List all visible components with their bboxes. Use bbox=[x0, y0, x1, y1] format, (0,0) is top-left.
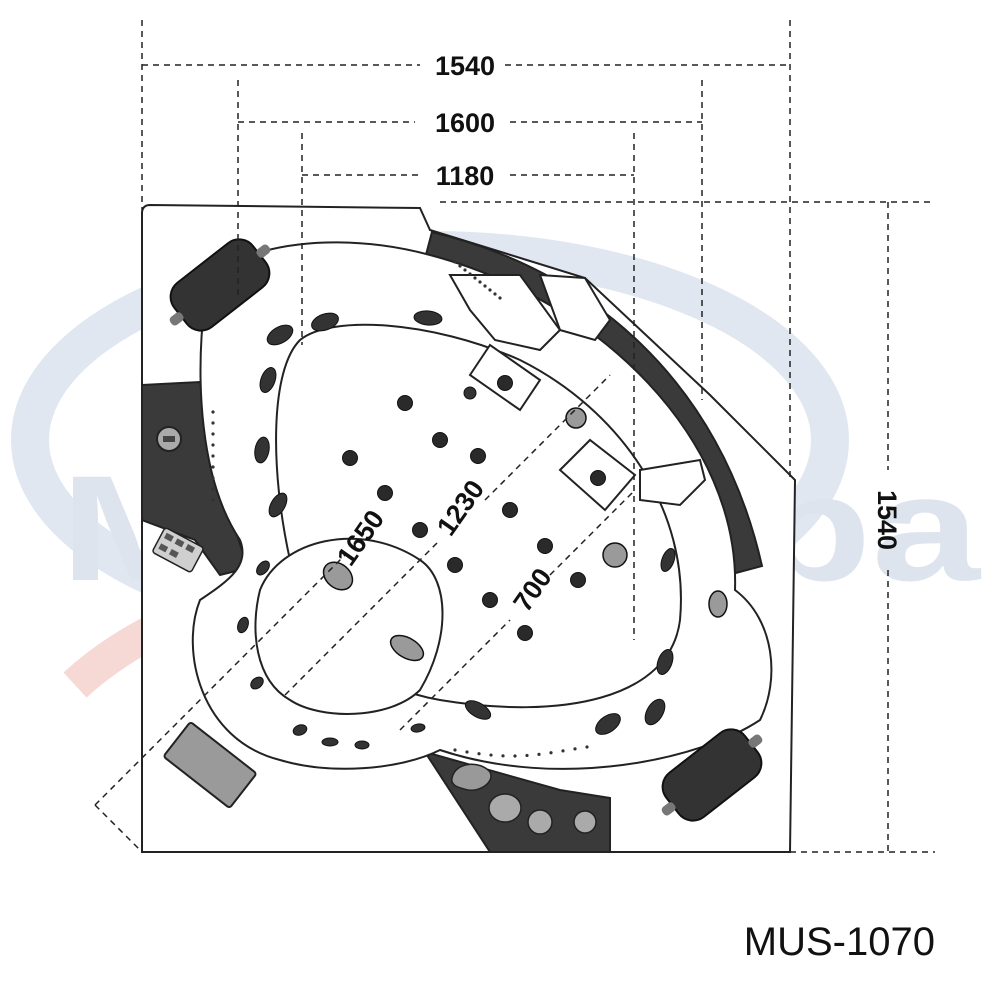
ledge-lower bbox=[639, 458, 707, 507]
air-bubble-icon bbox=[211, 498, 215, 502]
drain-icon bbox=[527, 809, 553, 835]
jet-icon bbox=[377, 485, 393, 501]
air-bubble-icon bbox=[561, 749, 565, 753]
air-bubble-icon bbox=[501, 754, 505, 758]
jet-icon bbox=[470, 448, 486, 464]
jet-icon bbox=[259, 367, 277, 393]
pillow-icon bbox=[661, 728, 763, 822]
jet-icon bbox=[256, 560, 270, 576]
jet-icon bbox=[342, 450, 358, 466]
jet-icon bbox=[447, 557, 463, 573]
air-bubble-icon bbox=[573, 747, 577, 751]
jet-icon bbox=[266, 324, 294, 346]
jet-icon bbox=[463, 386, 477, 400]
air-bubble-icon bbox=[453, 748, 457, 752]
dimension-lines bbox=[94, 20, 935, 853]
air-bubble-icon bbox=[211, 432, 215, 436]
air-bubble-icon bbox=[549, 751, 553, 755]
jet-icon bbox=[595, 713, 621, 735]
knob-icon bbox=[488, 793, 522, 823]
seat-ledges bbox=[448, 273, 707, 507]
jet-icon bbox=[254, 436, 270, 464]
air-bubble-icon bbox=[525, 753, 529, 758]
pillow-icon bbox=[169, 238, 271, 332]
control-panel-icon bbox=[152, 527, 204, 573]
jet-icon bbox=[537, 538, 553, 554]
jet-icon bbox=[656, 649, 674, 675]
air-bubble-icon bbox=[211, 487, 215, 491]
dim-right-overall-height: 1540 bbox=[872, 490, 902, 550]
ledge-mid bbox=[538, 273, 612, 342]
jet-icon bbox=[413, 310, 443, 326]
seat-oval bbox=[254, 537, 444, 715]
faucet-icon bbox=[451, 763, 492, 791]
air-bubble-icon bbox=[211, 465, 215, 469]
air-bubble-icon bbox=[211, 443, 215, 447]
air-bubble-icon bbox=[537, 752, 541, 756]
air-bubble-icon bbox=[211, 454, 215, 458]
jet-icon bbox=[268, 492, 288, 518]
air-bubble-icon bbox=[465, 750, 469, 754]
air-bubble-icon bbox=[489, 753, 493, 757]
jet-icon bbox=[354, 740, 370, 750]
air-bubble-icon bbox=[458, 264, 462, 268]
air-bubble-icon bbox=[498, 296, 502, 300]
air-bubble-icon bbox=[585, 745, 589, 749]
jet-icon bbox=[311, 312, 339, 332]
jet-icon bbox=[502, 502, 518, 518]
jet-icon bbox=[464, 700, 492, 720]
jet-icon bbox=[237, 616, 249, 634]
jet-icon bbox=[389, 634, 425, 662]
jet-icon bbox=[321, 737, 339, 747]
air-bubble-icon bbox=[488, 288, 492, 292]
air-bubble-icon bbox=[211, 410, 215, 414]
air-bubble-icon bbox=[473, 276, 477, 280]
air-bubble-icon bbox=[493, 292, 497, 296]
jet-icon bbox=[410, 723, 426, 733]
air-bubble-icon bbox=[477, 752, 481, 756]
jets bbox=[211, 260, 728, 758]
tv-screen-icon bbox=[163, 722, 257, 808]
dim-top-overall-width: 1540 bbox=[435, 51, 495, 81]
air-bubble-icon bbox=[513, 754, 517, 758]
ledge-upper bbox=[448, 274, 562, 352]
jet-icon bbox=[482, 592, 498, 608]
dim-basin-outer-width: 1600 bbox=[435, 108, 495, 138]
air-bubble-icon bbox=[478, 280, 482, 284]
air-bubble-icon bbox=[453, 260, 457, 264]
knob-icon bbox=[156, 426, 182, 452]
air-bubble-icon bbox=[211, 421, 215, 425]
jet-icon bbox=[590, 470, 606, 486]
dim-basin-inner-width: 1180 bbox=[436, 161, 495, 191]
knob-icon bbox=[573, 810, 597, 834]
air-bubble-icon bbox=[463, 268, 467, 272]
jet-icon bbox=[517, 625, 533, 641]
jet-icon bbox=[602, 542, 628, 568]
jet-icon bbox=[660, 548, 676, 572]
jet-icon bbox=[432, 432, 448, 448]
jet-icon bbox=[644, 698, 666, 726]
bottom-fixtures bbox=[451, 763, 597, 835]
jet-icon bbox=[708, 590, 728, 618]
jet-icon bbox=[292, 724, 308, 736]
jet-icon bbox=[250, 676, 264, 690]
model-label: MUS-1070 bbox=[744, 920, 935, 964]
jet-icon bbox=[397, 395, 413, 411]
jet-icon bbox=[570, 572, 586, 588]
jet-icon bbox=[412, 522, 428, 538]
jet-icon bbox=[497, 375, 513, 391]
pillows bbox=[169, 238, 763, 822]
air-bubble-icon bbox=[468, 272, 472, 276]
jet-icon bbox=[565, 407, 587, 429]
air-bubble-icon bbox=[483, 284, 487, 288]
air-bubble-icon bbox=[211, 476, 215, 480]
